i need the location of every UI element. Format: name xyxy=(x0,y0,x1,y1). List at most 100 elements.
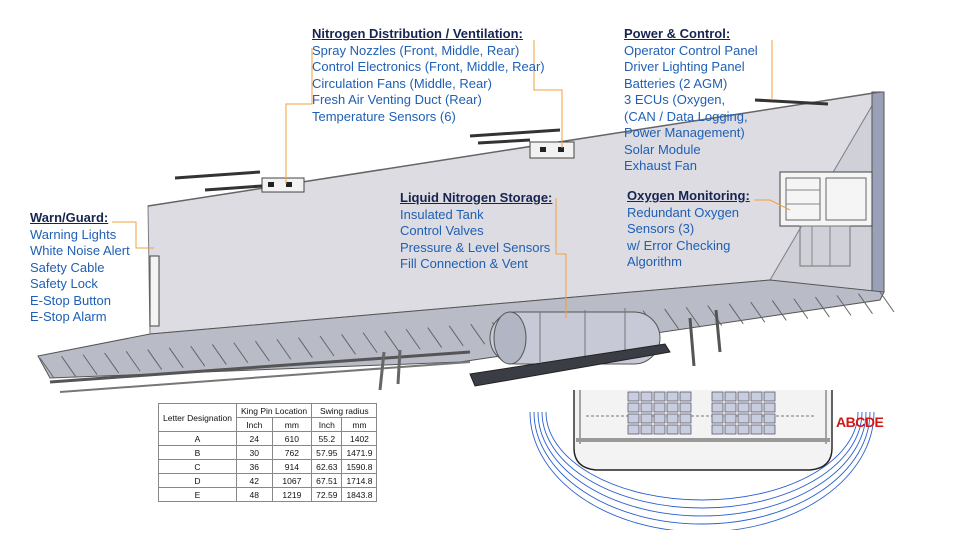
deck-crossmember xyxy=(319,335,335,357)
table-cell: 36 xyxy=(236,459,273,474)
solar-cell xyxy=(737,391,750,402)
deck-crossmember xyxy=(147,349,163,370)
leader-lines xyxy=(112,40,791,318)
solar-cell xyxy=(711,424,724,435)
solar-cell xyxy=(653,391,666,402)
swing-arc-c xyxy=(537,411,867,517)
callout-header: Power & Control: xyxy=(624,26,731,41)
table-cell: 610 xyxy=(271,431,313,446)
trailer-nose-outline xyxy=(573,390,833,471)
table-cell: A xyxy=(158,431,237,446)
table-cell: E xyxy=(158,487,237,502)
solar-cell xyxy=(750,391,763,402)
table-row: B 30 762 57.95 1471.9 xyxy=(158,445,378,460)
table-cell: 72.59 xyxy=(311,487,343,502)
solar-cell xyxy=(679,391,692,402)
table-cell: 1714.8 xyxy=(341,473,378,488)
table-cell: 24 xyxy=(236,431,273,446)
table-unit: Inch xyxy=(236,417,273,432)
table-cell: 1219 xyxy=(271,487,313,502)
callout-item: Power Management) xyxy=(624,125,745,140)
solar-cell xyxy=(724,391,737,402)
solar-cell xyxy=(737,402,750,413)
swing-radius-diagram xyxy=(529,390,875,530)
deck-crossmember xyxy=(707,305,723,326)
deck-crossmember xyxy=(664,308,680,330)
swing-arc-a xyxy=(529,411,875,530)
trailer-deck xyxy=(37,279,885,379)
solar-cell xyxy=(750,413,763,424)
deck-crossmember xyxy=(61,356,76,377)
solar-cell xyxy=(640,413,653,424)
tank-skid xyxy=(469,343,671,387)
solar-cell xyxy=(724,402,737,413)
roof-fan-front xyxy=(174,170,305,193)
callout-item: Fill Connection & Vent xyxy=(400,256,528,271)
roof-fan-middle xyxy=(469,128,575,159)
callout-header: Liquid Nitrogen Storage: xyxy=(400,190,553,205)
deck-crossmember xyxy=(448,325,464,347)
control-cabinet xyxy=(779,171,873,267)
deck-crossmember xyxy=(470,323,486,345)
solar-cell xyxy=(640,391,653,402)
solar-cell xyxy=(666,391,679,402)
trailer-end-frame xyxy=(871,91,885,297)
callout-item: Insulated Tank xyxy=(400,206,484,222)
table-unit: mm xyxy=(341,417,378,432)
callout-item: Fresh Air Venting Duct (Rear) xyxy=(312,92,482,107)
deck-crossmember xyxy=(750,301,766,323)
solar-cell xyxy=(627,413,640,424)
solar-cell xyxy=(666,402,679,413)
deck-crossmember xyxy=(233,342,249,364)
deck-crossmember xyxy=(104,352,120,374)
solar-cell xyxy=(763,402,776,413)
warning-panel xyxy=(149,255,160,327)
solar-cell xyxy=(737,424,750,435)
deck-crossmember xyxy=(276,339,292,360)
table-cell: 762 xyxy=(271,445,313,460)
solar-cell xyxy=(627,402,640,413)
callout-item: Exhaust Fan xyxy=(624,158,697,173)
solar-cell xyxy=(679,402,692,413)
solar-cell xyxy=(627,424,640,435)
table-cell: 1590.8 xyxy=(341,459,378,474)
deck-crossmember xyxy=(405,328,421,350)
table-cell: 42 xyxy=(236,473,273,488)
solar-cell xyxy=(627,391,640,402)
solar-cell xyxy=(750,424,763,435)
deck-crossmember xyxy=(728,303,744,325)
solar-cell xyxy=(653,402,666,413)
table-header: King Pin Location xyxy=(235,403,313,418)
table-cell: 48 xyxy=(236,487,273,502)
deck-crossmember xyxy=(168,347,184,369)
table-unit: mm xyxy=(271,417,313,432)
callout-item: Sensors (3) xyxy=(627,221,695,236)
solar-cell xyxy=(763,424,776,435)
callout-item: Redundant Oxygen xyxy=(627,204,740,220)
callout-item: Safety Cable xyxy=(30,259,105,275)
callout-item: Solar Module xyxy=(624,141,701,157)
callout-item: 3 ECUs (Oxygen, xyxy=(624,92,726,107)
solar-cell xyxy=(711,391,724,402)
callout-item: Control Valves xyxy=(400,223,484,238)
callout-header: Oxygen Monitoring: xyxy=(627,188,750,203)
table-cell: 1843.8 xyxy=(341,487,378,502)
callout-nitrogen-distribution: Nitrogen Distribution / Ventilation: Spr… xyxy=(312,26,545,125)
table-cell: 914 xyxy=(271,459,313,474)
table-cell: D xyxy=(158,473,237,488)
swing-radius-label: ABCDE xyxy=(836,414,884,430)
callout-item: (CAN / Data Logging, xyxy=(624,108,748,124)
swing-arc-e xyxy=(545,411,859,501)
table-cell: 1067 xyxy=(271,473,313,488)
deck-crossmember xyxy=(190,345,206,367)
swing-arc-b xyxy=(533,411,871,525)
callout-item: Temperature Sensors (6) xyxy=(312,108,456,124)
deck-crossmember xyxy=(362,332,378,353)
callout-item: Algorithm xyxy=(627,254,682,269)
solar-cell xyxy=(737,413,750,424)
deck-crossmember xyxy=(82,354,98,375)
solar-cell xyxy=(666,413,679,424)
table-row: E 48 1219 72.59 1843.8 xyxy=(158,487,378,502)
solar-cell xyxy=(653,424,666,435)
